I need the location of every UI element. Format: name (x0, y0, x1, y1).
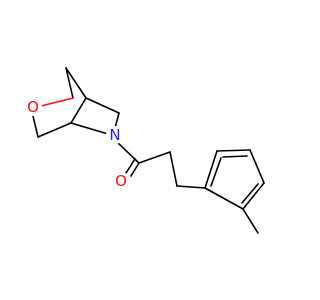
bond-bridge-right (65, 67, 87, 99)
bond-ch2-to-ch2 (169, 151, 178, 187)
atom-label-o-carbonyl: O (112, 172, 130, 190)
bond-ring-to-methyl (242, 208, 259, 234)
bond-o-to-bridgehead-top (40, 97, 74, 107)
atom-symbol: N (109, 126, 120, 144)
bond-ring-4-5 (242, 182, 265, 210)
bond-ring-right-to-n (114, 112, 120, 129)
bond-bridgehead-bottom-to-top (70, 97, 87, 124)
benzene-ring-bonds (204, 149, 265, 234)
bond-carbonyl-to-ch2 (138, 151, 171, 164)
molecule-structure-diagram: O N O (24, 67, 265, 234)
bond-ch2-to-ring (176, 185, 206, 189)
bond-ring-inner-c (210, 157, 222, 187)
bond-ring-1-2 (204, 150, 218, 189)
bond-ring-3-4 (249, 149, 265, 184)
bond-ch2-to-o (32, 115, 39, 138)
bond-n-to-carbonyl-c (116, 141, 140, 164)
bond-n-to-bridgehead-bottom (70, 122, 109, 135)
bond-carbonyl-double-2 (125, 158, 136, 174)
bicyclic-ring-bonds (32, 67, 120, 138)
side-chain-bonds (116, 141, 206, 189)
bond-ring-inner-b (241, 183, 259, 204)
bond-ring-2-3 (216, 149, 251, 152)
bond-ring-inner-a (222, 155, 248, 158)
atom-label-n-ring: N (106, 126, 124, 144)
bond-ring-5-6 (204, 187, 244, 210)
bond-bridgehead-bottom-to-ch2 (37, 122, 72, 138)
bond-bridgehead-top-ring-right (85, 97, 120, 114)
bond-carbonyl-double-1 (130, 162, 140, 177)
atom-symbol: O (115, 172, 127, 190)
bond-bridge-left (65, 67, 74, 99)
atom-symbol: O (27, 98, 39, 116)
atom-label-o-ring: O (24, 98, 42, 116)
